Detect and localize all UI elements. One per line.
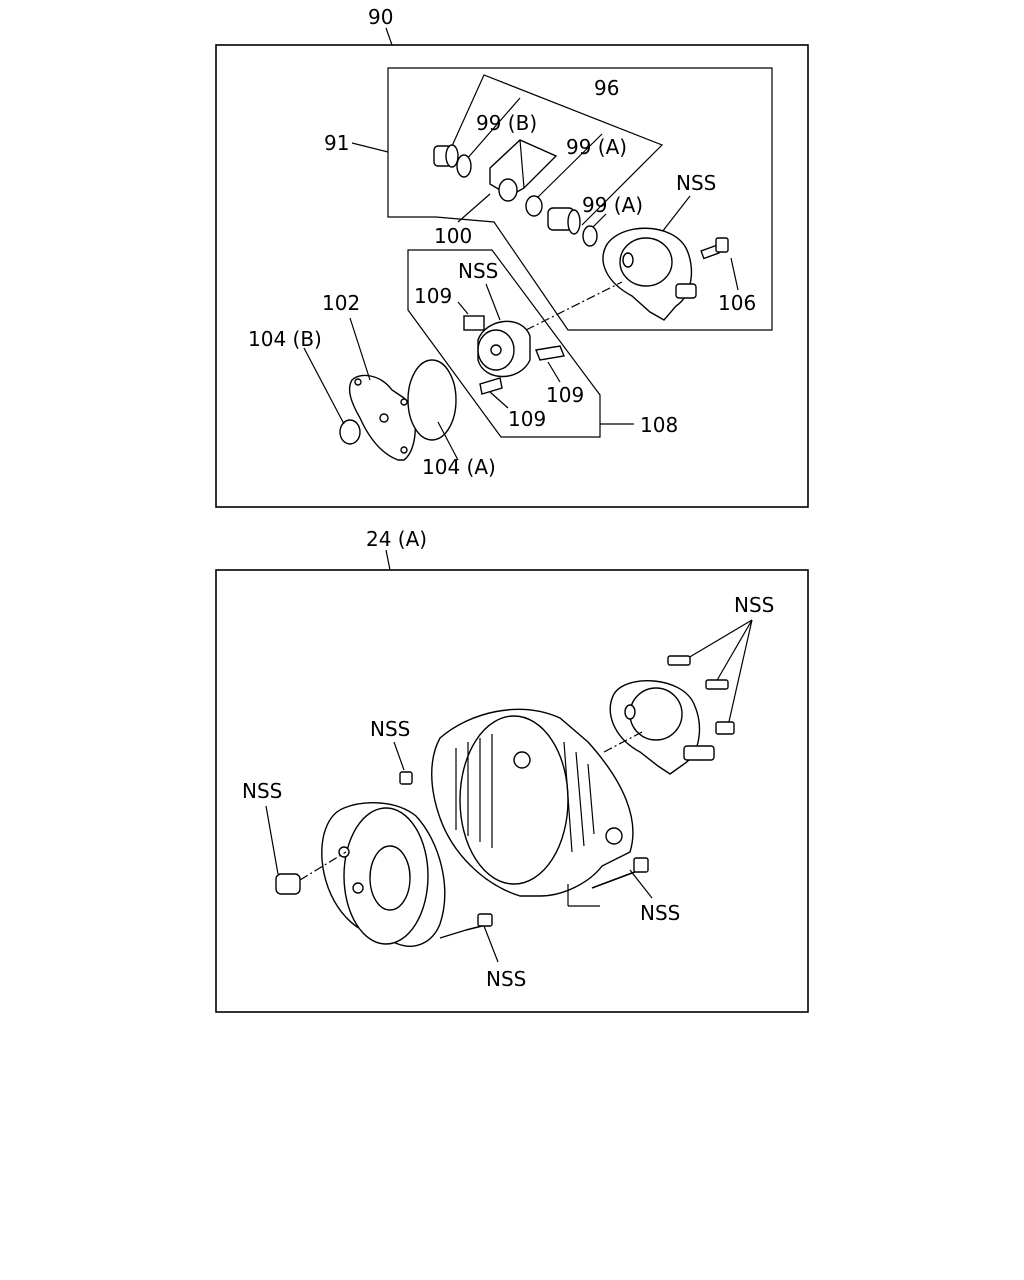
label-102: 102 — [322, 291, 360, 315]
centerline-top — [525, 281, 623, 331]
fitting-99a — [525, 195, 598, 247]
bolt-nss-1 — [667, 655, 691, 666]
label-99a-2: 99 (A) — [582, 193, 643, 217]
group-box-108 — [407, 249, 601, 438]
nut-nss — [399, 771, 413, 785]
label-99b: 99 (B) — [476, 111, 537, 135]
leader-nss-a-2 — [715, 619, 753, 683]
bottom-panel-frame — [215, 569, 809, 1013]
label-nss-d: NSS — [640, 901, 680, 925]
label-96: 96 — [594, 76, 619, 100]
leader-96 — [451, 74, 664, 226]
leader-99b — [465, 97, 521, 161]
oring-104a — [407, 359, 457, 441]
label-108: 108 — [640, 413, 678, 437]
label-nss-2: NSS — [458, 259, 498, 283]
rotor-108 — [477, 320, 531, 378]
label-106: 106 — [718, 291, 756, 315]
front-housing — [321, 802, 446, 947]
label-nss-1: NSS — [676, 171, 716, 195]
through-bolt-nss-2 — [439, 913, 493, 939]
centerline-bottom — [603, 731, 643, 753]
top-panel-frame — [215, 44, 809, 508]
vane-109-3 — [479, 377, 503, 395]
label-90: 90 — [368, 5, 393, 29]
vane-109-2 — [535, 345, 565, 361]
label-109-2: 109 — [546, 383, 584, 407]
leader-109-2 — [547, 361, 561, 383]
label-nss-c: NSS — [242, 779, 282, 803]
leader-24a — [385, 549, 391, 571]
fitting-99b — [433, 144, 472, 178]
leader-99a-1 — [536, 133, 603, 199]
pin-nss — [275, 851, 347, 895]
rear-housing — [431, 708, 634, 897]
part-100-block — [489, 139, 558, 202]
label-nss-e: NSS — [486, 967, 526, 991]
leader-109-3 — [489, 391, 509, 409]
leader-nss-c — [265, 805, 279, 875]
label-109-3: 109 — [508, 407, 546, 431]
leader-104b — [303, 347, 345, 425]
label-91: 91 — [324, 131, 349, 155]
leader-nss-2 — [485, 283, 501, 321]
leader-nss-b — [393, 741, 405, 771]
vacuum-pump-housing-bottom — [609, 680, 715, 775]
leader-nss-a-3 — [727, 619, 753, 727]
label-109-1: 109 — [414, 284, 452, 308]
leader-nss-e — [483, 925, 499, 963]
leader-nss-1 — [661, 195, 691, 233]
leader-nss-a-1 — [687, 619, 753, 659]
label-104b: 104 (B) — [248, 327, 322, 351]
label-100: 100 — [434, 224, 472, 248]
bottom-panel: 24 (A) NSS NSS NSS NSS NSS — [215, 527, 809, 1013]
leader-100 — [457, 193, 491, 223]
label-104a: 104 (A) — [422, 455, 496, 479]
top-panel: 90 96 91 99 (B) 99 (A) 99 (A) NSS 100 NS… — [215, 5, 809, 508]
bolt-106 — [700, 237, 729, 260]
leader-106 — [730, 257, 739, 291]
leader-91 — [351, 142, 389, 153]
vacuum-pump-housing-top — [602, 227, 697, 321]
cover-plate-102 — [348, 374, 416, 461]
label-nss-a: NSS — [734, 593, 774, 617]
group-box-91 — [387, 67, 773, 331]
leader-90 — [385, 27, 393, 46]
leader-nss-d — [629, 869, 653, 899]
label-24a: 24 (A) — [366, 527, 427, 551]
bolt-nss-3 — [715, 721, 735, 735]
leader-104a — [437, 421, 459, 461]
leader-102 — [349, 317, 371, 381]
vane-109-1 — [463, 315, 485, 331]
oring-104b — [339, 419, 361, 445]
label-nss-b: NSS — [370, 717, 410, 741]
bolt-nss-2 — [705, 679, 729, 690]
leader-109-1 — [457, 301, 469, 315]
label-99a-1: 99 (A) — [566, 135, 627, 159]
